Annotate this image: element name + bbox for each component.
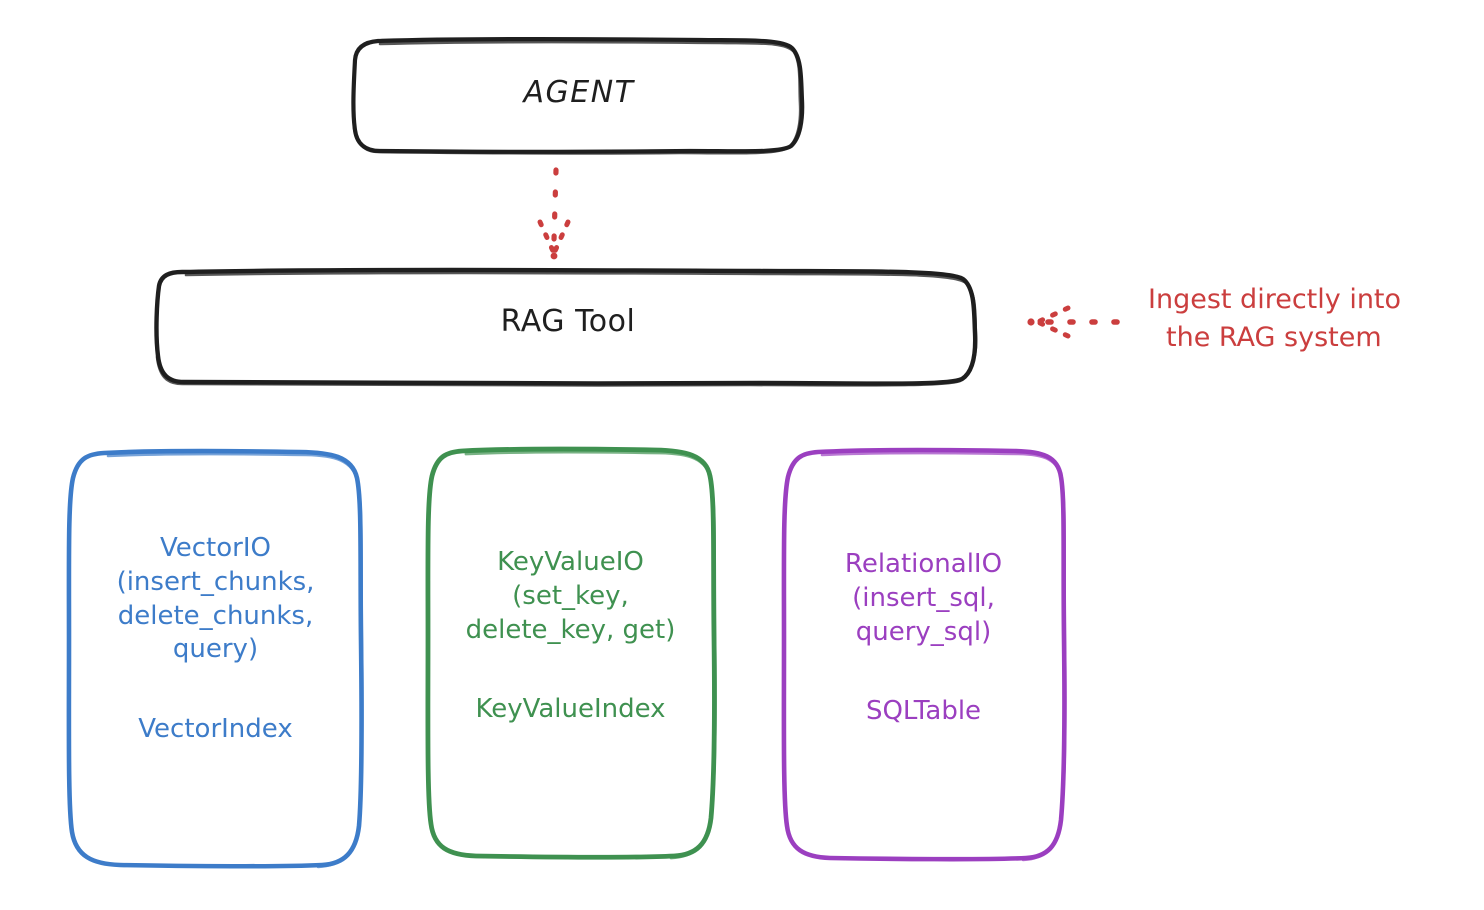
relational-io-box-outline	[781, 447, 1067, 862]
arrow-agent-to-rag-tool	[537, 167, 571, 260]
keyvalue-io-box-outline	[425, 446, 717, 860]
rag-tool-box-outline-sketch	[155, 271, 978, 387]
vector-io-box-outline-sketch	[106, 452, 364, 869]
relational-io-node[interactable]	[781, 447, 1067, 862]
rag-tool-box-outline	[154, 267, 978, 386]
rag-tool-node[interactable]	[154, 267, 978, 387]
agent-box-outline	[351, 36, 805, 154]
arrow-ingest-to-rag-tool	[1027, 305, 1138, 339]
agent-node[interactable]	[351, 36, 805, 155]
agent-box-outline-sketch	[352, 40, 802, 155]
vector-io-node[interactable]	[66, 448, 364, 869]
vector-io-box-outline	[66, 448, 364, 869]
keyvalue-io-box-outline-sketch	[464, 450, 717, 860]
relational-io-box-outline-sketch	[820, 451, 1067, 862]
keyvalue-io-node[interactable]	[425, 446, 717, 860]
